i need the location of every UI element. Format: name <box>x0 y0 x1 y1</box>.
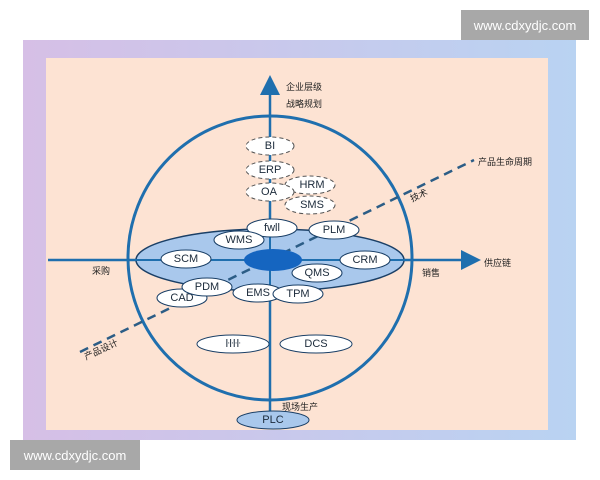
svg-text:SCM: SCM <box>174 253 198 265</box>
watermark-bottom: www.cdxydjc.com <box>10 440 140 470</box>
label-product-lifecycle: 产品生命周期 <box>478 156 532 168</box>
label-sales: 销售 <box>422 267 440 279</box>
svg-text:DCS: DCS <box>304 338 327 350</box>
node-top-obscured: fwll <box>246 218 298 238</box>
label-enterprise-level: 企业层级 <box>286 81 322 93</box>
svg-text:ŀŀŀŀ: ŀŀŀŀ <box>226 338 241 350</box>
label-supply-chain: 供应链 <box>484 257 511 269</box>
node-qms: QMS <box>291 263 343 283</box>
node-tpm: TPM <box>272 284 324 304</box>
svg-text:QMS: QMS <box>304 267 329 279</box>
svg-text:HRM: HRM <box>299 179 324 191</box>
diagonal-axis <box>79 158 475 354</box>
svg-text:TPM: TPM <box>286 288 309 300</box>
svg-text:fwll: fwll <box>264 222 280 234</box>
svg-text:PLM: PLM <box>323 224 346 236</box>
label-purchase: 采购 <box>92 265 110 277</box>
node-ems: EMS <box>232 283 284 303</box>
node-wms: WMS <box>213 230 265 250</box>
node-plm: PLM <box>308 220 360 240</box>
svg-text:OA: OA <box>261 186 278 198</box>
center-core <box>244 249 302 271</box>
outer-circle <box>126 114 414 402</box>
node-oa: OA <box>245 182 295 202</box>
svg-text:CRM: CRM <box>352 254 377 266</box>
node-plc: PLC <box>236 410 310 430</box>
svg-text:SMS: SMS <box>300 199 324 211</box>
label-production: 现场生产 <box>282 401 318 413</box>
node-bottom-obscured: ŀŀŀŀ <box>196 334 270 354</box>
svg-text:CAD: CAD <box>170 292 193 304</box>
node-erp: ERP <box>245 160 295 180</box>
node-pdm: PDM <box>181 277 233 297</box>
watermark-top: www.cdxydjc.com <box>461 10 589 40</box>
node-bi: BI <box>245 136 295 156</box>
svg-text:EMS: EMS <box>246 287 270 299</box>
node-sms: SMS <box>284 195 336 215</box>
svg-text:ERP: ERP <box>259 164 282 176</box>
node-crm: CRM <box>339 250 391 270</box>
node-scm: SCM <box>160 249 212 269</box>
svg-text:PLC: PLC <box>262 414 283 426</box>
label-strategy: 战略规划 <box>286 98 322 110</box>
svg-text:WMS: WMS <box>226 234 253 246</box>
node-dcs: DCS <box>279 334 353 354</box>
svg-text:PDM: PDM <box>195 281 219 293</box>
node-hrm: HRM <box>284 175 336 195</box>
svg-text:BI: BI <box>265 140 275 152</box>
